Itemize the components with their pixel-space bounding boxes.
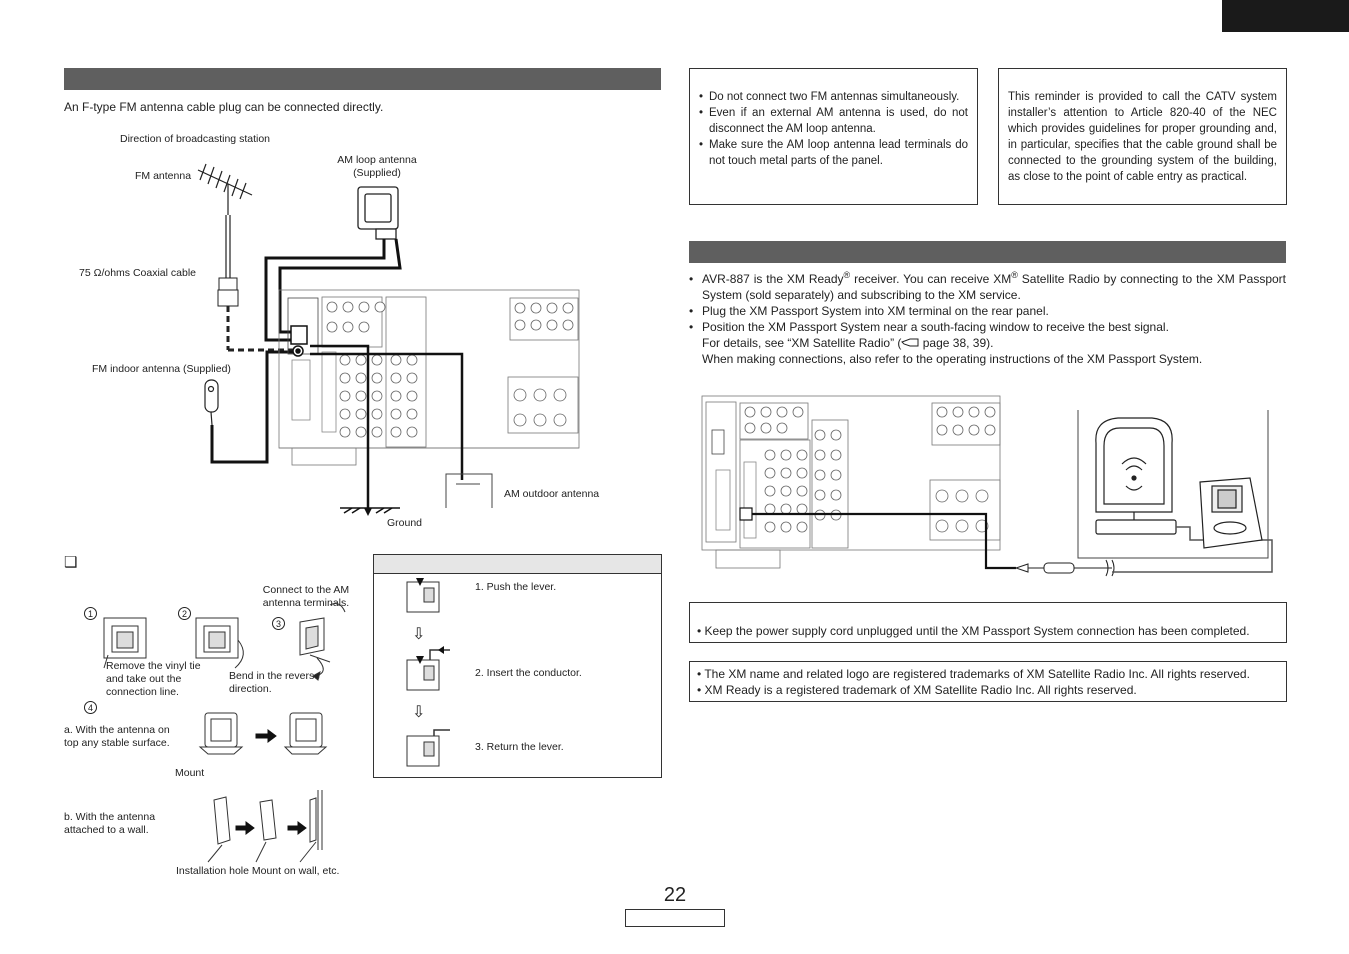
xm-bullet-3: Position the XM Passport System near a s… <box>689 319 1286 367</box>
connect-to-am-label: Connect to the AM antenna terminals. <box>262 584 350 609</box>
step-number-1: 1 <box>84 607 97 620</box>
label-am-outdoor: AM outdoor antenna <box>504 488 600 500</box>
lever-steps-header <box>374 555 661 574</box>
antenna-section-header <box>64 68 661 90</box>
xm-instructions: AVR-887 is the XM Ready® receiver. You c… <box>689 271 1286 367</box>
label-am-loop: AM loop antenna (Supplied) <box>337 154 417 179</box>
page-reference-icon <box>901 336 919 347</box>
down-arrow-icon: ⇩ <box>412 704 426 721</box>
note-item: Do not connect two FM antennas simultane… <box>699 89 968 105</box>
receiver-rear-panel-icon <box>278 289 580 466</box>
install-caption: Installation hole Mount on wall, etc. <box>176 865 340 877</box>
am-loop-antenna-icon <box>357 186 399 240</box>
step-number-2: 2 <box>178 607 191 620</box>
label-coaxial: 75 Ω/ohms Coaxial cable <box>79 267 196 279</box>
am-loop-lead-2 <box>278 238 402 334</box>
label-ground: Ground <box>387 517 423 529</box>
fm-yagi-antenna-icon <box>197 163 253 215</box>
lever-steps-box <box>373 554 662 778</box>
xm-cable <box>752 512 1016 570</box>
xm-terminal-icon <box>739 507 753 521</box>
catv-reminder-text: This reminder is provided to call the CA… <box>1008 91 1277 183</box>
label-fm-antenna: FM antenna <box>135 170 192 182</box>
page-footer-box <box>625 909 725 927</box>
trademark-line-2: • XM Ready is a registered trademark of … <box>697 683 1137 697</box>
xm-antenna-icon <box>1095 417 1177 535</box>
trademark-line-1: • The XM name and related logo are regis… <box>697 667 1250 681</box>
xm-bullet-1: AVR-887 is the XM Ready® receiver. You c… <box>689 271 1286 303</box>
label-direction: Direction of broadcasting station <box>120 133 270 145</box>
note-item: Make sure the AM loop antenna lead termi… <box>699 137 968 169</box>
language-tab <box>1222 0 1349 32</box>
power-note-box: • Keep the power supply cord unplugged u… <box>689 602 1287 643</box>
antenna-notes-box: Do not connect two FM antennas simultane… <box>689 68 978 205</box>
lever-step-1: 1. Push the lever. <box>475 581 557 593</box>
option-b-text: b. With the antenna attached to a wall. <box>64 811 156 836</box>
ground-arrow-icon <box>364 508 372 516</box>
ground-lead <box>310 344 370 508</box>
am-assembly-checkbox: ❑ <box>64 554 78 571</box>
step-number-3: 3 <box>272 617 285 630</box>
page-number: 22 <box>663 884 687 906</box>
mount-label: Mount <box>175 767 205 779</box>
fm-indoor-lead <box>210 350 297 464</box>
step-number-4: 4 <box>84 701 97 714</box>
remove-tie-text: Remove the vinyl tie and take out the co… <box>106 660 201 698</box>
bend-reverse-text: Bend in the reverse direction. <box>229 670 321 695</box>
power-note-text: • Keep the power supply cord unplugged u… <box>697 624 1250 638</box>
antenna-intro: An F-type FM antenna cable plug can be c… <box>64 100 384 114</box>
xm-connector-icon <box>1014 559 1115 577</box>
am-outdoor-antenna-icon <box>445 473 493 508</box>
fm-indoor-antenna-icon <box>204 379 219 426</box>
lever-step-2: 2. Insert the conductor. <box>475 667 582 679</box>
coaxial-cable <box>217 215 296 352</box>
xm-section-header <box>689 241 1286 263</box>
trademark-box: • The XM name and related logo are regis… <box>689 661 1287 702</box>
antenna-terminal-icon <box>290 325 308 357</box>
catv-reminder-box: This reminder is provided to call the CA… <box>998 68 1287 205</box>
down-arrow-icon: ⇩ <box>412 626 426 643</box>
xm-bullet-2: Plug the XM Passport System into XM term… <box>689 303 1286 319</box>
am-loop-lead-1 <box>264 239 386 342</box>
lever-step-3: 3. Return the lever. <box>475 741 564 753</box>
am-outdoor-lead <box>310 352 464 480</box>
label-fm-indoor: FM indoor antenna (Supplied) <box>92 363 231 375</box>
note-item: Even if an external AM antenna is used, … <box>699 105 968 137</box>
option-a-text: a. With the antenna on top any stable su… <box>64 724 170 749</box>
xm-tuner-icon <box>1199 477 1263 549</box>
